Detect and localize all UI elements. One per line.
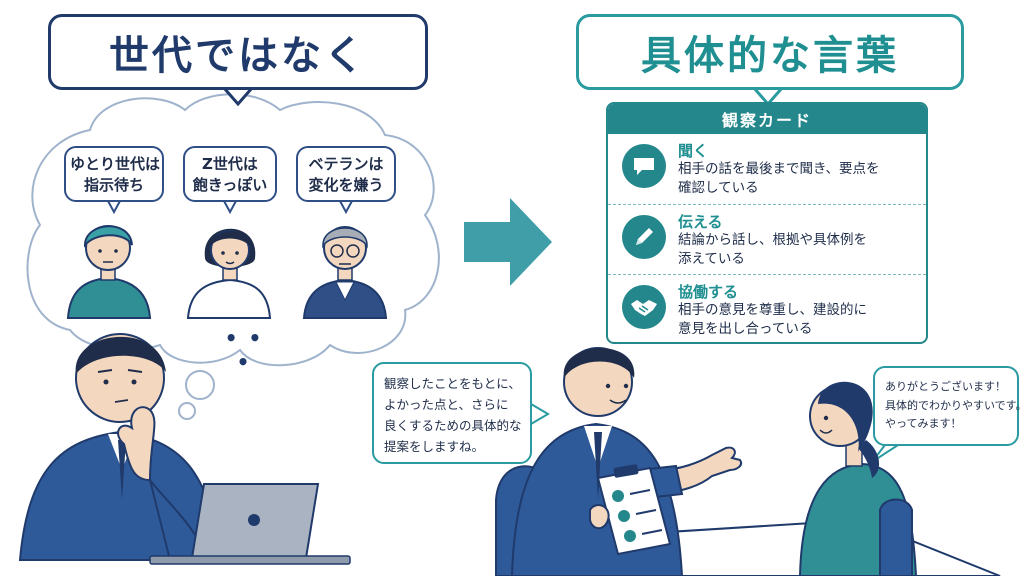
speech-line: やってみます！	[885, 417, 962, 430]
stereotype-line: 変化を嫌う	[308, 176, 384, 194]
employee	[798, 381, 918, 576]
stereotype-line: Z世代は	[202, 155, 258, 173]
card-item-listen: 聞く 相手の話を最後まで聞き、要点を 確認している	[608, 134, 926, 204]
description-line: 添えている	[678, 251, 745, 267]
left-title-tail	[222, 87, 254, 107]
stereotype-line: 飽きっぽい	[192, 176, 268, 194]
stereotype-line: ゆとり世代は	[70, 155, 161, 173]
card-item-description: 相手の意見を尊重し、建設的に 意見を出し合っている	[678, 301, 918, 339]
speech-line: ありがとうございます！	[885, 380, 1006, 393]
card-item-title: 聞く	[678, 142, 709, 160]
speech-line: 観察したことをもとに、	[384, 376, 521, 391]
manager-speech-bubble: 観察したことをもとに、 よかった点と、さらに 良くするための具体的な 提案をしま…	[372, 362, 532, 464]
description-line: 結論から話し、根拠や具体例を	[678, 232, 867, 248]
pencil-icon	[622, 215, 666, 259]
card-item-collaborate: 協働する 相手の意見を尊重し、建設的に 意見を出し合っている	[608, 274, 926, 342]
bubble-tails	[107, 200, 353, 215]
description-line: 相手の話を最後まで聞き、要点を	[678, 161, 880, 177]
person-z	[186, 228, 272, 319]
speech-line: よかった点と、さらに	[384, 397, 509, 412]
handshake-icon	[622, 285, 666, 329]
ellipsis: • • •	[224, 326, 264, 374]
card-item-convey: 伝える 結論から話し、根拠や具体例を 添えている	[608, 204, 926, 274]
stereotype-bubble-z: Z世代は 飽きっぽい	[183, 146, 277, 202]
card-item-title: 伝える	[678, 213, 723, 231]
right-title: 具体的な言葉	[576, 14, 964, 90]
left-title: 世代ではなく	[48, 14, 428, 90]
stereotype-line: ベテランは	[308, 155, 384, 173]
person-veteran	[302, 226, 388, 319]
laptop	[149, 483, 351, 565]
right-arrow	[464, 198, 552, 286]
thinking-man	[18, 333, 222, 561]
description-line: 確認している	[678, 180, 759, 196]
stereotype-line: 指示待ち	[83, 176, 144, 194]
card-header: 観察カード	[608, 104, 926, 134]
card-item-description: 結論から話し、根拠や具体例を 添えている	[678, 231, 918, 269]
employee-speech-bubble: ありがとうございます！ 具体的でわかりやすいです。 やってみます！	[873, 366, 1024, 446]
observation-card: 観察カード 聞く 相手の話を最後まで聞き、要点を 確認している 伝える 結論から…	[606, 102, 928, 344]
manager-speech-tail	[530, 403, 550, 425]
stereotype-bubble-veteran: ベテランは 変化を嫌う	[296, 146, 396, 202]
card-item-title: 協働する	[678, 283, 739, 301]
description-line: 意見を出し合っている	[678, 321, 813, 337]
person-yutori	[66, 225, 152, 319]
stereotype-bubble-yutori: ゆとり世代は 指示待ち	[64, 146, 164, 202]
description-line: 相手の意見を尊重し、建設的に	[678, 302, 867, 318]
speech-bubble-icon	[622, 144, 666, 188]
speech-line: 提案をしますね。	[384, 439, 485, 454]
speech-line: 具体的でわかりやすいです。	[885, 398, 1024, 412]
speech-line: 良くするための具体的な	[384, 418, 522, 433]
clipboard	[589, 464, 672, 556]
card-item-description: 相手の話を最後まで聞き、要点を 確認している	[678, 160, 918, 198]
